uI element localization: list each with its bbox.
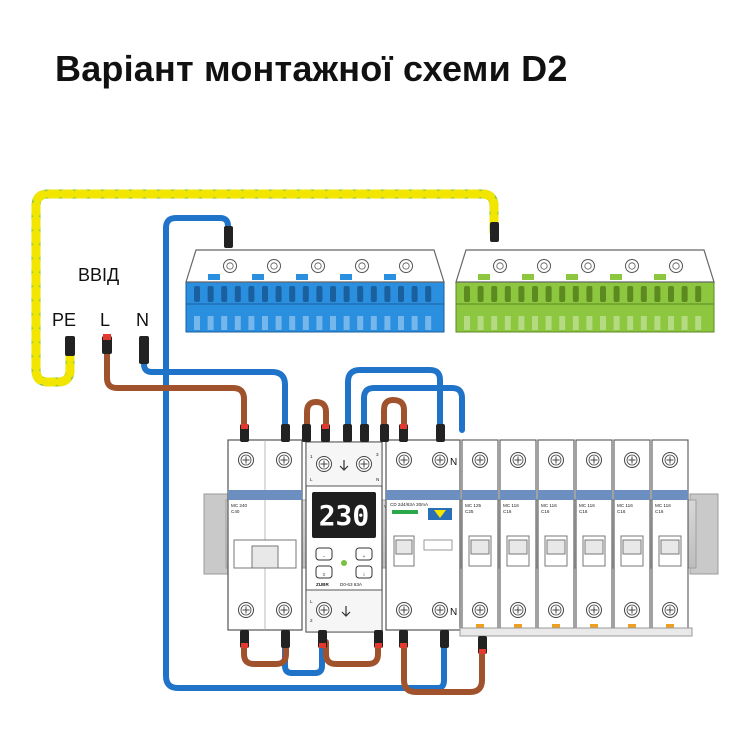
rcd-n-bottom: N bbox=[450, 607, 457, 618]
relay-terminal-3: 3 bbox=[376, 452, 379, 457]
pe-label: PE bbox=[52, 310, 76, 330]
breaker-model: MC 125 bbox=[465, 503, 482, 508]
breaker-rating: C16 bbox=[541, 509, 550, 514]
breaker-model: MC 116 bbox=[541, 503, 557, 508]
busbar-screw-icon bbox=[493, 259, 507, 273]
busbar-screw-icon bbox=[267, 259, 281, 273]
l-label: L bbox=[100, 310, 110, 330]
breaker-model: MC 116 bbox=[503, 503, 519, 508]
breaker-model: MC 116 bbox=[579, 503, 595, 508]
phase-wires bbox=[104, 347, 485, 695]
busbar-screw-icon bbox=[537, 259, 551, 273]
breaker-model: MC 116 bbox=[617, 503, 633, 508]
relay-terminal-2: 2 bbox=[310, 618, 313, 623]
neutral-wires bbox=[141, 215, 465, 691]
relay-brand: ZUBR bbox=[316, 582, 329, 587]
main-breaker-rating: C40 bbox=[231, 509, 240, 514]
input-label: ВВІД bbox=[78, 265, 119, 285]
svg-text:i: i bbox=[363, 572, 364, 577]
svg-text:≡: ≡ bbox=[323, 572, 326, 577]
breaker-rating: C16 bbox=[617, 509, 626, 514]
relay-terminal-1: 1 bbox=[310, 454, 313, 459]
svg-text:+: + bbox=[363, 554, 366, 559]
relay-info-button[interactable]: i bbox=[355, 565, 373, 579]
svg-text:−: − bbox=[323, 554, 326, 559]
input-terminals bbox=[65, 222, 499, 364]
voltage-relay: 1 3 L N V L 2 230 − + ≡ i ZUBR D0-63 63A bbox=[305, 441, 388, 633]
relay-minus-button[interactable]: − bbox=[315, 547, 333, 561]
comb-busbar bbox=[459, 627, 693, 637]
rcd-model: CD 2d4/63A 30mA bbox=[390, 502, 429, 507]
busbar-screw-icon bbox=[311, 259, 325, 273]
busbar-screw-icon bbox=[581, 259, 595, 273]
arrow-down-icon bbox=[339, 460, 349, 471]
status-led-icon bbox=[341, 560, 347, 566]
rcd-n-top: N bbox=[450, 457, 457, 468]
breaker-rating: C25 bbox=[465, 509, 474, 514]
busbar-screw-icon bbox=[355, 259, 369, 273]
breaker-model: MC 116 bbox=[655, 503, 671, 508]
neutral-busbar bbox=[185, 249, 445, 333]
relay-display bbox=[312, 492, 376, 538]
wire-connectors bbox=[240, 424, 487, 654]
pe-busbar bbox=[455, 249, 715, 333]
n-label: N bbox=[136, 310, 149, 330]
relay-display-value: 230 bbox=[319, 499, 370, 532]
relay-label-l-bottom: L bbox=[310, 599, 313, 604]
arrow-down-icon bbox=[341, 606, 351, 617]
breaker-rating: C16 bbox=[579, 509, 588, 514]
busbar-screw-icon bbox=[399, 259, 413, 273]
main-breaker-model: MC 240 bbox=[231, 503, 248, 508]
breaker-rating: C16 bbox=[503, 509, 512, 514]
busbar-screw-icon bbox=[223, 259, 237, 273]
busbar-screw-icon bbox=[625, 259, 639, 273]
relay-menu-button[interactable]: ≡ bbox=[315, 565, 333, 579]
breaker-rating: C16 bbox=[655, 509, 664, 514]
relay-label-l-top: L bbox=[310, 477, 313, 482]
page-title: Варіант монтажної схеми D2 bbox=[55, 48, 568, 89]
rcd: N N CD 2d4/63A 30mA bbox=[385, 439, 461, 631]
pe-wire bbox=[31, 189, 499, 387]
relay-model: D0-63 63A bbox=[340, 582, 363, 587]
relay-plus-button[interactable]: + bbox=[355, 547, 373, 561]
relay-label-n: N bbox=[376, 477, 379, 482]
main-breaker: MC 240 C40 bbox=[227, 439, 303, 631]
busbar-screw-icon bbox=[669, 259, 683, 273]
